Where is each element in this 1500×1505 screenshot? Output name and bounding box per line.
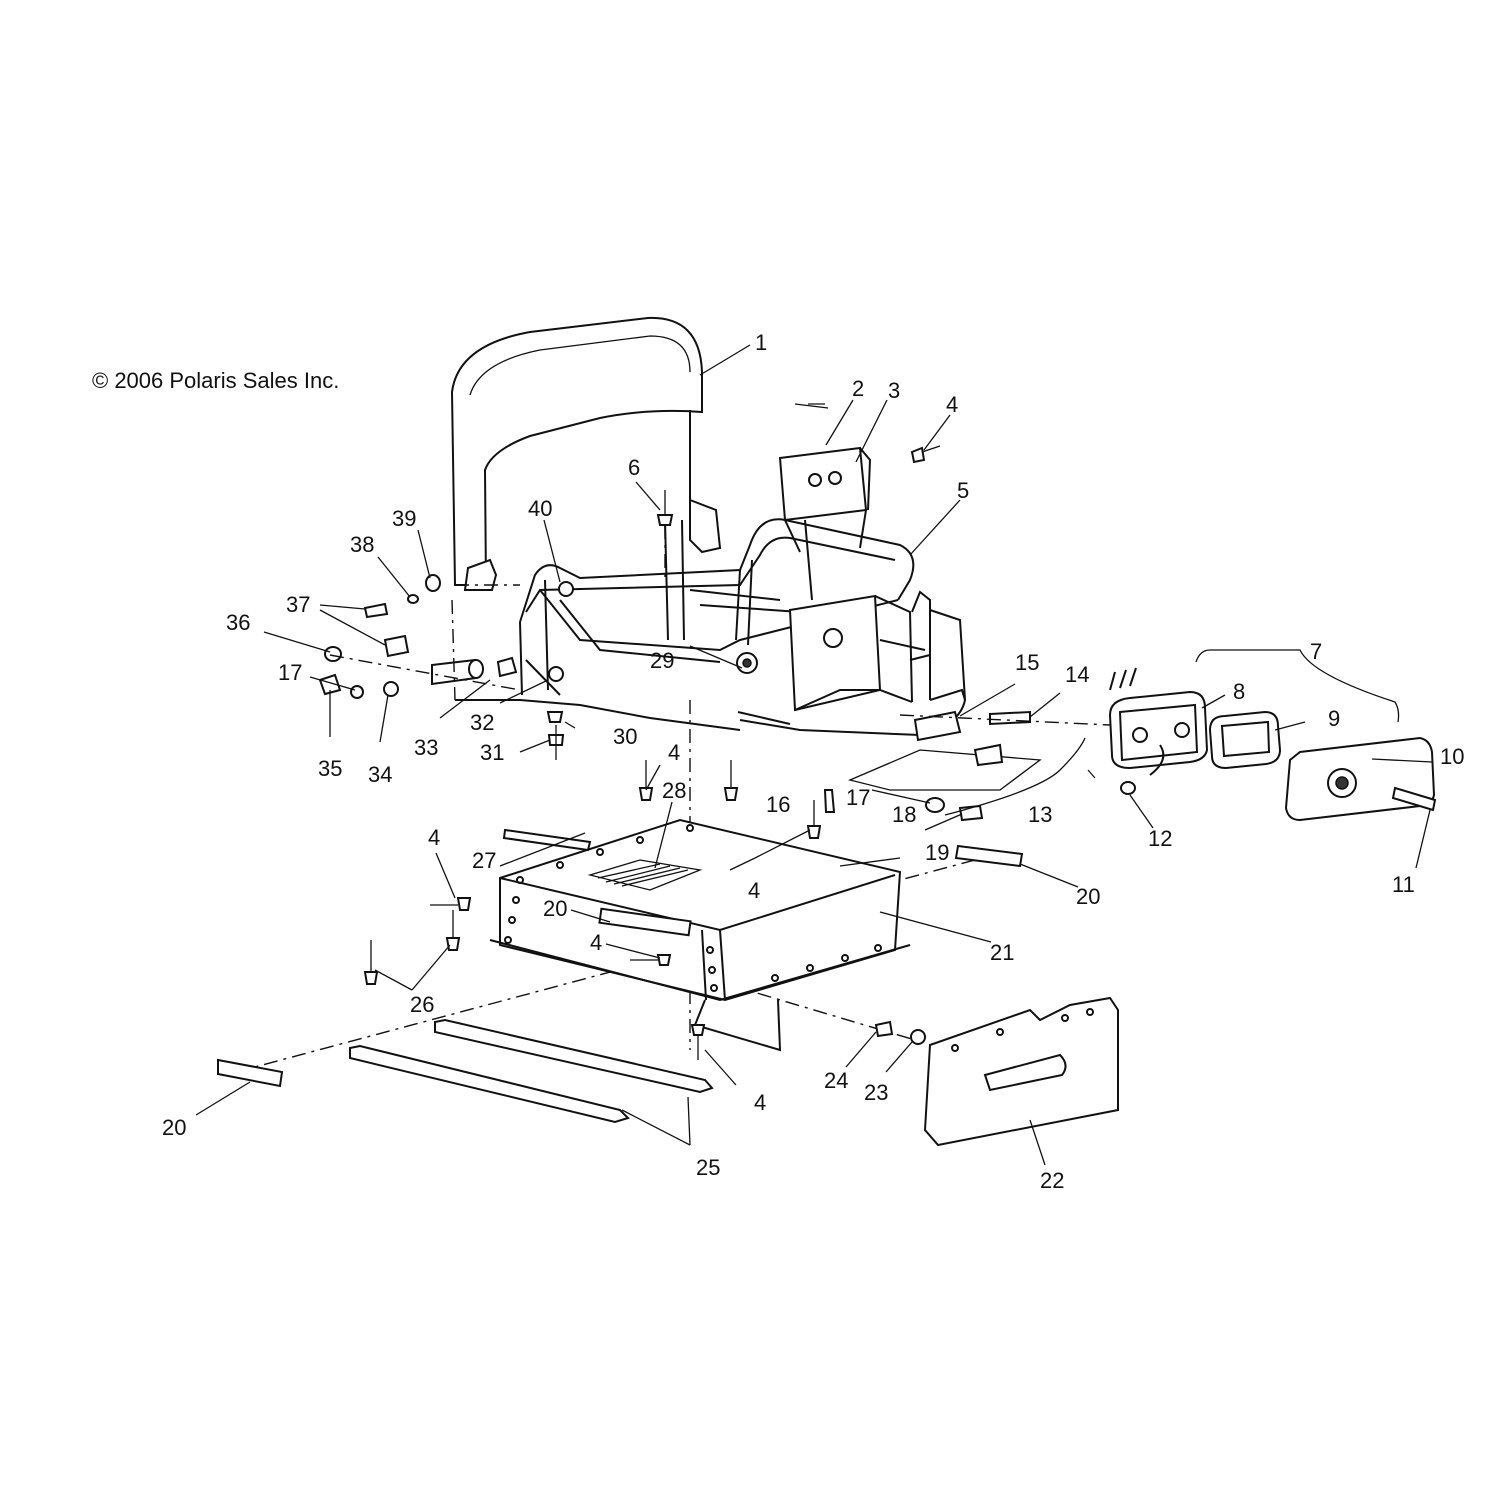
callout-31: 31 <box>480 740 504 765</box>
callout-36: 36 <box>226 610 250 635</box>
callout-labels: 1 2 3 4 5 6 7 8 9 10 11 12 13 14 15 16 1… <box>162 330 1464 1193</box>
assembly-lines <box>235 525 1111 1073</box>
runners <box>349 1018 714 1124</box>
callout-14: 14 <box>1065 662 1089 687</box>
callout-39: 39 <box>392 506 416 531</box>
callout-28: 28 <box>662 778 686 803</box>
callout-4: 4 <box>946 392 958 417</box>
callout-4b: 4 <box>668 740 680 765</box>
backrest-bracket <box>463 558 498 591</box>
callout-34: 34 <box>368 762 392 787</box>
callout-4c: 4 <box>748 878 760 903</box>
callout-10: 10 <box>1440 744 1464 769</box>
copyright-notice: © 2006 Polaris Sales Inc. <box>92 368 340 393</box>
callout-37: 37 <box>286 592 310 617</box>
callout-22: 22 <box>1040 1168 1064 1193</box>
callout-3: 3 <box>888 378 900 403</box>
leader-lines <box>195 344 1433 1166</box>
storage-box <box>489 818 911 1052</box>
callout-2: 2 <box>852 376 864 401</box>
callout-24: 24 <box>824 1068 848 1093</box>
decals <box>217 844 1024 1088</box>
callout-5: 5 <box>957 478 969 503</box>
mud-flap <box>923 996 1119 1147</box>
callout-20b: 20 <box>543 896 567 921</box>
rack-frame <box>455 518 967 737</box>
backrest-pad <box>450 316 722 586</box>
callout-32: 32 <box>470 710 494 735</box>
callout-17a: 17 <box>278 660 302 685</box>
callout-4f: 4 <box>754 1090 766 1115</box>
taillight-assembly <box>1108 649 1437 822</box>
callout-1: 1 <box>755 330 767 355</box>
callout-15: 15 <box>1015 650 1039 675</box>
callout-18: 18 <box>892 802 916 827</box>
callout-12: 12 <box>1148 826 1172 851</box>
callout-17b: 17 <box>846 785 870 810</box>
callout-9: 9 <box>1328 706 1340 731</box>
callout-19: 19 <box>925 840 949 865</box>
callout-11: 11 <box>1392 872 1415 897</box>
callout-6: 6 <box>628 455 640 480</box>
mounting-bracket-plate <box>778 446 872 601</box>
callout-20a: 20 <box>1076 884 1100 909</box>
callout-38: 38 <box>350 532 374 557</box>
callout-20c: 20 <box>162 1115 186 1140</box>
callout-35: 35 <box>318 756 342 781</box>
callout-29: 29 <box>650 648 674 673</box>
callout-16: 16 <box>766 792 790 817</box>
callout-33: 33 <box>414 735 438 760</box>
callout-25: 25 <box>696 1155 720 1180</box>
rack-hardware <box>558 445 941 674</box>
callout-4d: 4 <box>428 825 440 850</box>
callout-40: 40 <box>528 496 552 521</box>
callout-21: 21 <box>990 940 1014 965</box>
callout-4e: 4 <box>590 930 602 955</box>
callout-27: 27 <box>472 848 496 873</box>
callout-13: 13 <box>1028 802 1052 827</box>
callout-23: 23 <box>864 1080 888 1105</box>
callout-30: 30 <box>613 724 637 749</box>
left-hardware-stack <box>318 574 565 760</box>
callout-26: 26 <box>410 992 434 1017</box>
callout-8: 8 <box>1233 679 1245 704</box>
callout-7: 7 <box>1310 639 1322 664</box>
rivets <box>363 760 926 1060</box>
